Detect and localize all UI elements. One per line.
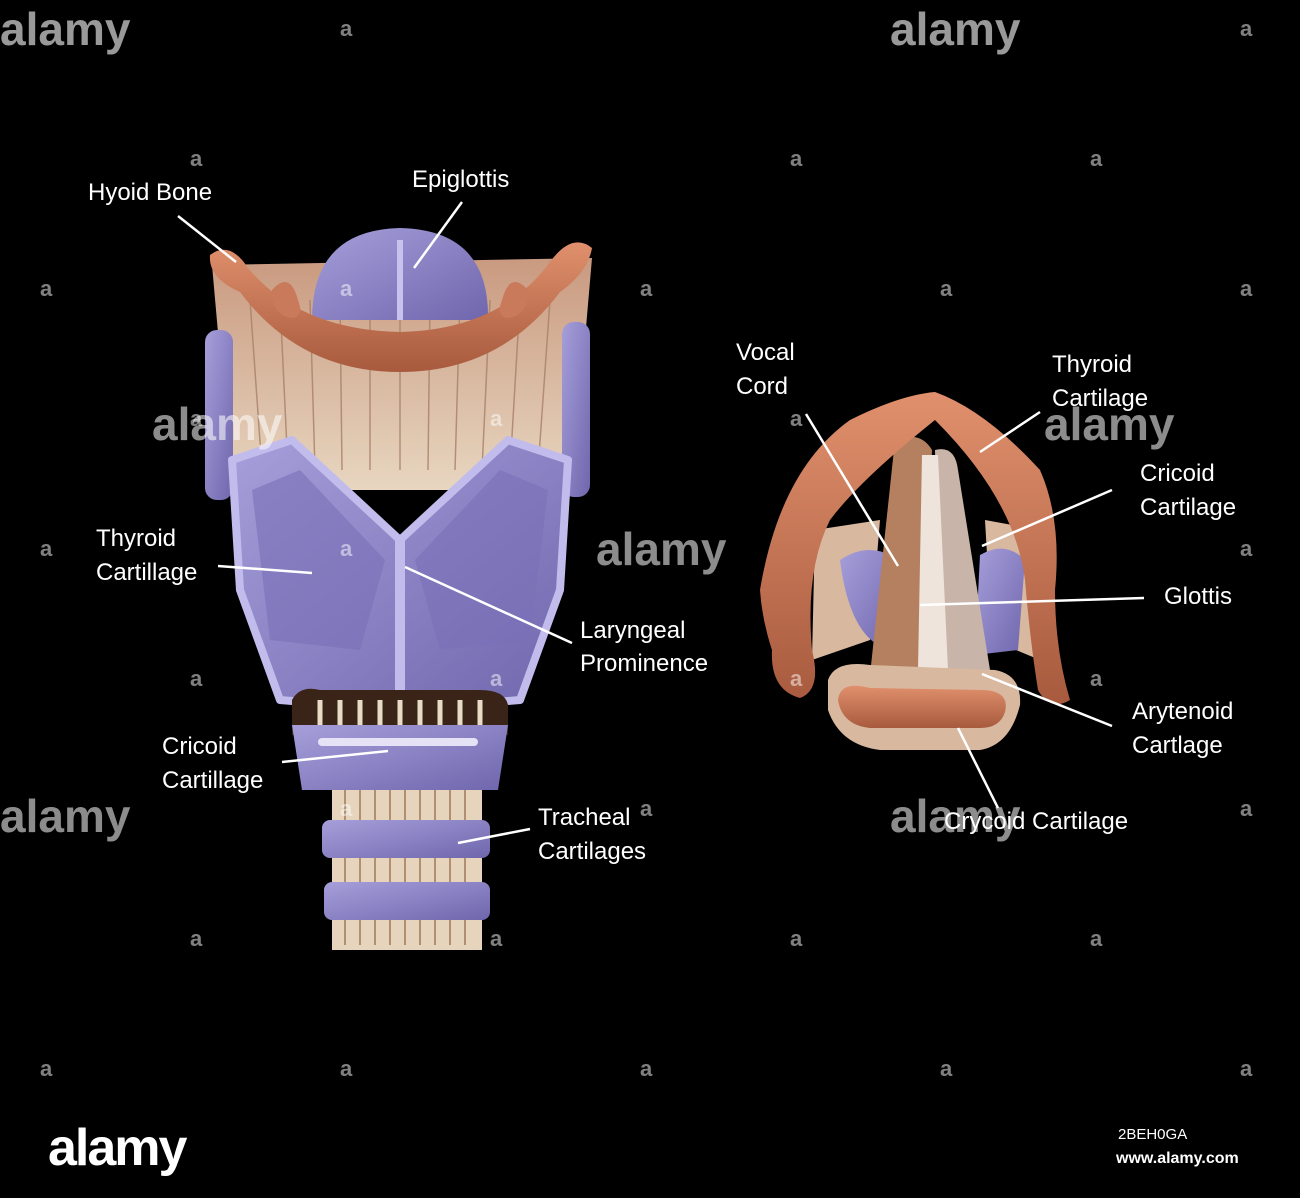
- tracheal-ring-1: [322, 820, 490, 858]
- svg-text:a: a: [640, 796, 653, 821]
- trachea: [322, 780, 490, 950]
- svg-text:a: a: [190, 146, 203, 171]
- svg-text:a: a: [940, 1056, 953, 1081]
- svg-text:a: a: [1240, 1056, 1253, 1081]
- leader-thyroid-top: [979, 410, 1041, 454]
- svg-text:a: a: [340, 536, 353, 561]
- svg-text:a: a: [1090, 926, 1103, 951]
- svg-text:a: a: [790, 666, 803, 691]
- svg-text:a: a: [1240, 536, 1253, 561]
- label-cricoid-cartillage-line1: Cricoid: [162, 733, 237, 760]
- tracheal-ring-2: [324, 882, 490, 920]
- watermark: alamy: [152, 398, 283, 450]
- leader-crycoid: [956, 727, 1000, 809]
- label-thyroid-cartilage-line1: Thyroid: [1052, 351, 1133, 378]
- watermark-group: alamy alamy alamy alamy alamy alamy alam…: [0, 3, 1175, 842]
- thyroid-cartilage-top-shape: [760, 392, 1070, 705]
- leader-lines: [177, 201, 1145, 845]
- svg-text:a: a: [1090, 666, 1103, 691]
- watermark: alamy: [0, 3, 131, 55]
- leader-cricoid: [281, 749, 389, 764]
- label-vocal-cord-line1: Vocal: [736, 339, 795, 366]
- svg-text:a: a: [790, 406, 803, 431]
- footer-image-id: 2BEH0GA: [1118, 1126, 1188, 1143]
- svg-text:a: a: [640, 276, 653, 301]
- label-thyroid-cartillage-line1: Thyroid: [96, 525, 177, 552]
- hyoid-bone-shape: [209, 242, 592, 372]
- label-cricoid-cartilage-line1: Cricoid: [1140, 460, 1215, 487]
- svg-text:a: a: [640, 1056, 653, 1081]
- svg-text:a: a: [190, 666, 203, 691]
- label-cricoid-cartillage-line2: Cartillage: [162, 767, 264, 794]
- leader-glottis: [919, 596, 1145, 607]
- label-arytenoid-cartlage-line1: Arytenoid: [1132, 698, 1234, 725]
- svg-text:a: a: [40, 536, 53, 561]
- label-vocal-cord-line2: Cord: [736, 373, 789, 400]
- svg-text:a: a: [1240, 276, 1253, 301]
- watermark: alamy: [890, 790, 1021, 842]
- vocal-cord-shape: [870, 436, 932, 684]
- label-thyroid-cartilage-line2: Cartilage: [1052, 385, 1149, 412]
- svg-text:a: a: [340, 796, 353, 821]
- watermark: alamy: [596, 523, 727, 575]
- svg-text:a: a: [340, 16, 353, 41]
- label-cricoid-cartilage-line2: Cartilage: [1140, 494, 1237, 521]
- top-view-larynx: [760, 392, 1070, 750]
- leader-tracheal: [457, 827, 531, 845]
- svg-text:a: a: [190, 406, 203, 431]
- leader-laryngeal: [404, 565, 573, 645]
- svg-text:a: a: [340, 276, 353, 301]
- leader-arytenoid: [981, 672, 1113, 728]
- label-arytenoid-cartlage-line2: Cartlage: [1132, 732, 1223, 759]
- watermark: alamy: [1044, 398, 1175, 450]
- svg-text:a: a: [40, 276, 53, 301]
- footer-url[interactable]: www.alamy.com: [1116, 1150, 1239, 1167]
- svg-text:a: a: [490, 666, 503, 691]
- svg-text:a: a: [790, 926, 803, 951]
- svg-text:a: a: [340, 1056, 353, 1081]
- svg-text:a: a: [490, 926, 503, 951]
- label-tracheal-cartilages-line2: Cartilages: [538, 838, 647, 865]
- svg-text:a: a: [40, 1056, 53, 1081]
- svg-text:a: a: [1240, 16, 1253, 41]
- leader-thyroid: [217, 564, 313, 575]
- watermark: alamy: [0, 790, 131, 842]
- watermark: alamy: [890, 3, 1021, 55]
- front-view-larynx: [205, 228, 592, 950]
- label-laryngeal-prominence-line1: Laryngeal: [580, 617, 686, 644]
- leader-hyoid: [177, 215, 237, 263]
- leader-vocal-cord: [804, 413, 900, 567]
- svg-text:a: a: [1240, 796, 1253, 821]
- label-tracheal-cartilages-line1: Tracheal: [538, 804, 631, 831]
- label-crycoid-cartilage: Crycoid Cartilage: [944, 808, 1129, 835]
- leader-cricoid-top: [981, 488, 1113, 548]
- svg-text:a: a: [940, 276, 953, 301]
- svg-text:a: a: [190, 926, 203, 951]
- footer-logo: alamy: [48, 1119, 187, 1177]
- leader-epiglottis: [412, 201, 464, 269]
- svg-text:a: a: [790, 146, 803, 171]
- watermark-marks: a a a a a a a a a a a a a a a a a a a a a a a a a a a a a a a a: [40, 16, 1253, 1081]
- svg-text:a: a: [1090, 146, 1103, 171]
- label-laryngeal-prominence-line2: Prominence: [580, 650, 709, 677]
- label-glottis: Glottis: [1164, 583, 1233, 610]
- label-epiglottis: Epiglottis: [412, 166, 510, 193]
- label-thyroid-cartillage-line2: Cartillage: [96, 559, 198, 586]
- glottis-gap: [918, 455, 948, 670]
- svg-text:a: a: [490, 406, 503, 431]
- label-hyoid-bone: Hyoid Bone: [88, 179, 213, 206]
